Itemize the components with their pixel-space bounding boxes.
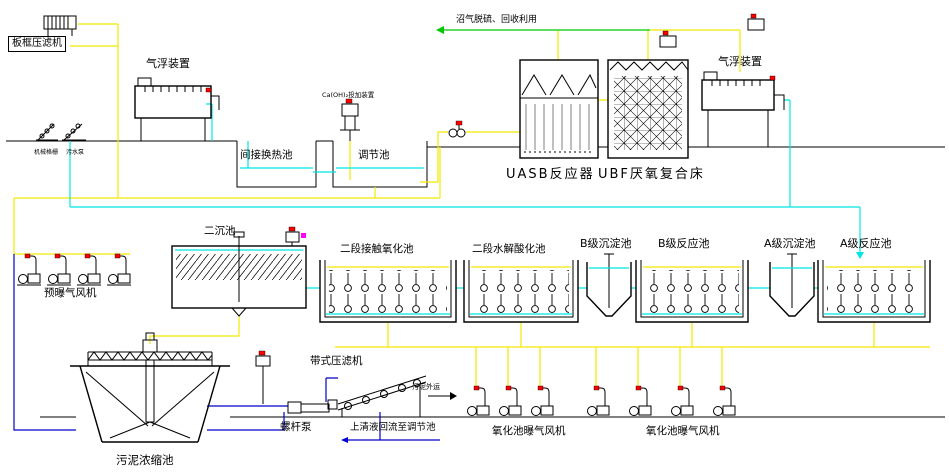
label-air-flotation-left: 气浮装置	[146, 57, 190, 70]
label-sewage-pump: 污水泵	[66, 149, 85, 156]
air-flotation-left-icon	[134, 77, 220, 141]
label-pre-aeration-fan: 预曝气风机	[44, 287, 97, 299]
a-reactor-tank-icon	[817, 260, 931, 323]
blue-pipes	[13, 254, 440, 443]
biogas-line	[436, 26, 650, 34]
label-b-reactor: B级反应池	[658, 237, 710, 250]
label-sludge-thickener: 污泥浓缩池	[116, 453, 174, 467]
pre-aeration-blowers	[16, 253, 132, 286]
anaerobic-feed-pump-icon	[448, 120, 466, 138]
label-uasb-reactor: UASB反应器	[506, 167, 595, 182]
plate-frame-filter-press-icon	[43, 15, 77, 36]
label-b-clarifier: B级沉淀池	[580, 237, 632, 250]
b-reactor-tank-icon	[635, 260, 749, 323]
stage2-hydrolysis-tank-icon	[463, 260, 579, 323]
yellow-pipes	[13, 23, 930, 386]
a-clarifier-icon	[769, 253, 815, 317]
label-oxidation-fan-right: 氧化池曝气风机	[646, 425, 720, 437]
label-stage2-contact-oxidation: 二段接触氧化池	[340, 243, 414, 255]
lime-dosing-device-icon	[340, 98, 360, 141]
label-indirect-heat-exchange-pool: 间接换热池	[240, 149, 293, 161]
label-sludge-out: 污泥外运	[412, 383, 440, 391]
label-belt-filter-press: 带式压滤机	[310, 355, 363, 367]
gas-handling-unit-icon	[659, 30, 677, 48]
sewage-pump-icon	[62, 123, 86, 141]
stage2-contact-oxidation-tank-icon	[319, 260, 457, 323]
sludge-thickener-icon	[70, 332, 230, 443]
label-plate-frame-filter-press: 板框压滤机	[8, 36, 66, 52]
label-a-reactor: A级反应池	[840, 237, 892, 250]
uasb-reactor-icon	[519, 59, 599, 159]
oxidation-blowers-right	[585, 385, 737, 418]
label-mechanical-screen: 机械格栅	[34, 149, 59, 156]
label-oxidation-fan-left: 氧化池曝气风机	[492, 425, 566, 437]
polymer-dosing-unit-icon	[255, 350, 271, 404]
mechanical-screen-icon	[36, 123, 58, 141]
label-biogas-note: 沼气脱硫、回收利用	[456, 15, 538, 25]
label-screw-pump: 螺杆泵	[280, 421, 312, 433]
b-clarifier-icon	[586, 253, 632, 317]
label-air-flotation-right: 气浮装置	[718, 55, 762, 68]
oxidation-blowers-left	[465, 385, 555, 418]
label-supernatant-return: 上清液回流至调节池	[350, 422, 436, 433]
gas-handling-unit-icon-2	[747, 13, 765, 31]
cyan-pipes	[69, 99, 864, 289]
label-regulation-pool: 调节池	[358, 149, 390, 161]
label-ubf-bed: UBF厌氧复合床	[598, 167, 705, 182]
belt-filter-press-icon	[327, 375, 457, 417]
label-secondary-clarifier: 二沉池	[204, 225, 236, 237]
air-flotation-right-icon	[701, 71, 785, 147]
label-stage2-hydrolysis: 二段水解酸化池	[472, 243, 546, 255]
label-a-clarifier: A级沉淀池	[764, 237, 816, 250]
secondary-clarifier-icon	[171, 226, 307, 317]
label-dosing-device: Ca(OH)₂投加装置	[322, 91, 375, 99]
ubf-bed-icon	[607, 59, 689, 159]
screw-pump-icon	[287, 401, 330, 414]
